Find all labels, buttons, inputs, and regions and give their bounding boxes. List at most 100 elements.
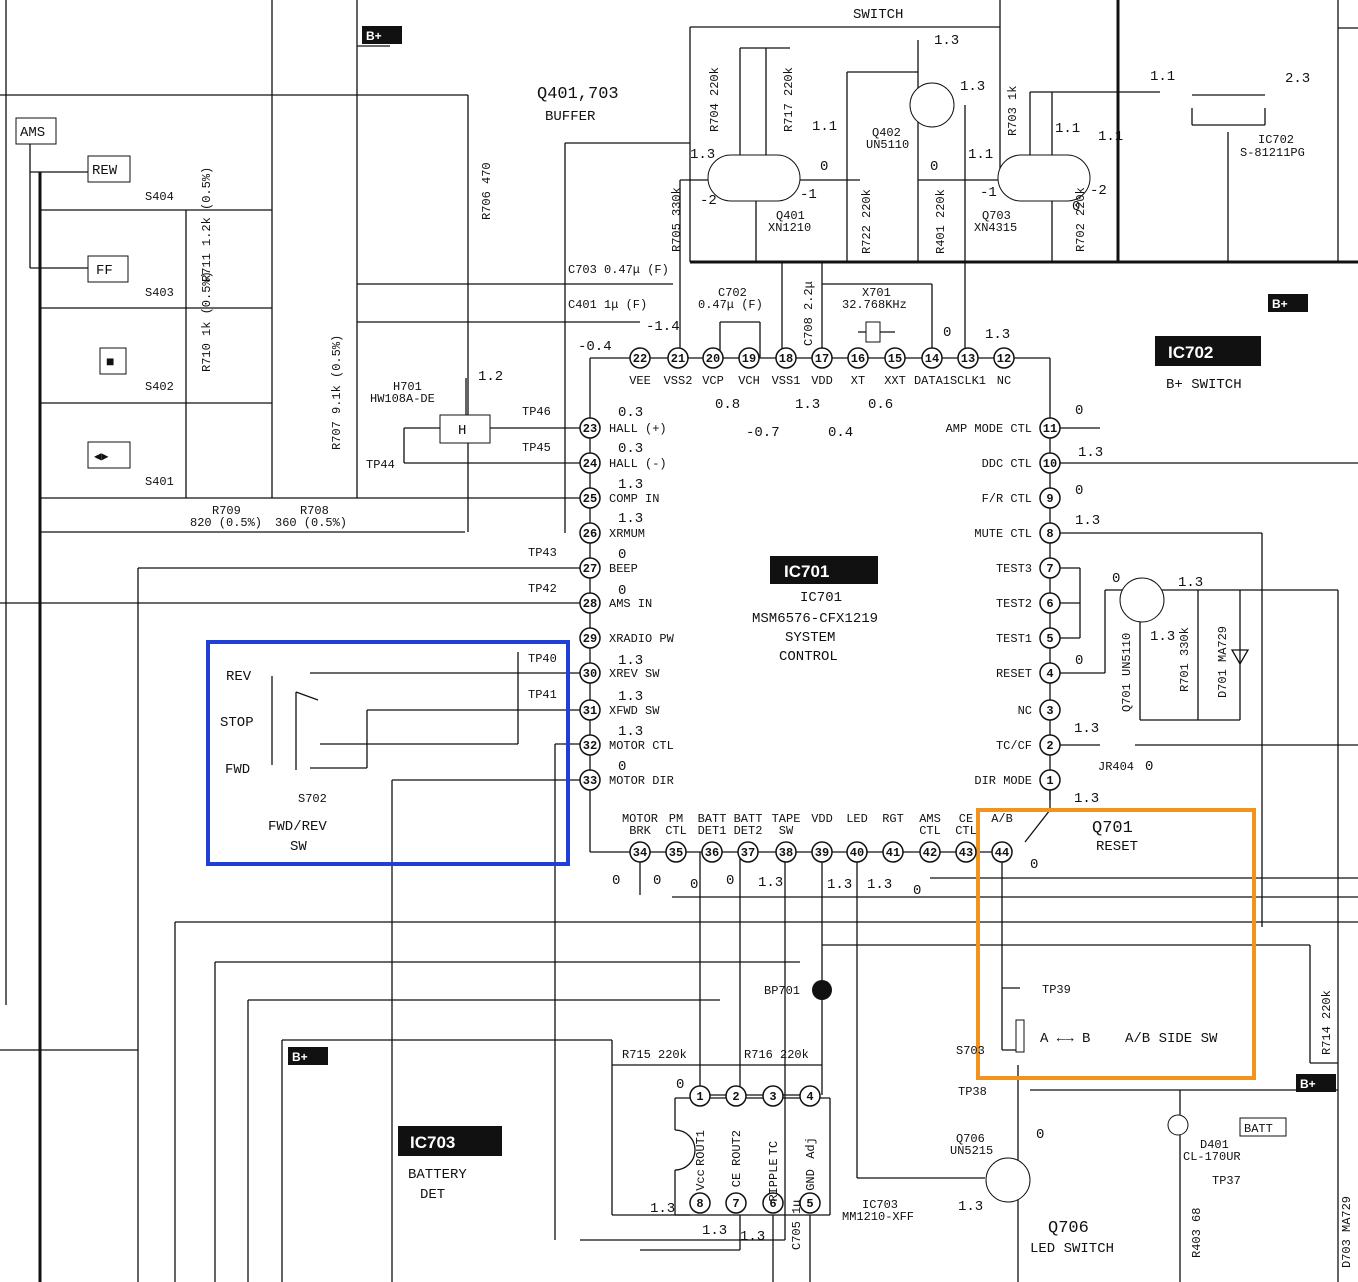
pin-circle [579,662,601,684]
pin-circle [1039,627,1061,649]
svg-text:BP701: BP701 [764,984,800,998]
pin-3: 3TC [762,1085,784,1155]
pin-number: 5 [1046,632,1053,646]
pin-number: 25 [583,492,597,506]
pin-circle [846,841,868,863]
bplus-badge-4: B+ [288,1047,328,1065]
reset-ab-switch-highlight [976,808,1256,1080]
pin-label: VSS1 [772,374,801,388]
svg-text:1.3: 1.3 [618,724,643,740]
svg-text:-0.4: -0.4 [578,339,612,355]
ff-label: FF [87,255,129,283]
svg-text:0: 0 [618,583,626,599]
svg-text:XN1210: XN1210 [768,221,811,235]
svg-text:-2: -2 [1090,183,1107,199]
pin-label: Vcc [694,1169,708,1191]
pin-circle [921,347,943,369]
svg-text:1.3: 1.3 [1075,513,1100,529]
pin-circle [579,699,601,721]
pin-label: NC [1018,704,1032,718]
svg-text:TP43: TP43 [528,546,557,560]
component-labels: R704 220k R717 220k R705 330k R722 220k … [145,67,1354,1268]
q701-name: Q701 [1092,819,1133,838]
pin-circle [884,347,906,369]
ic703-func2: DET [420,1187,445,1203]
pin-label: LED [846,812,868,826]
pin-circle [579,769,601,791]
svg-text:1.3: 1.3 [827,877,852,893]
q701-func: RESET [1096,839,1138,855]
ab-label: A ←→ B [1040,1031,1090,1047]
svg-text:1.1: 1.1 [812,119,837,135]
svg-text:C401 1μ (F): C401 1μ (F) [568,298,647,312]
svg-text:1.3: 1.3 [618,689,643,705]
svg-text:1.3: 1.3 [795,397,820,413]
q401-symbol [707,154,801,202]
pin-circle [579,627,601,649]
svg-text:R711 1.2k (0.5%): R711 1.2k (0.5%) [200,167,214,282]
s703-label: S703 [956,1044,985,1058]
pin-circle [775,347,797,369]
svg-text:0: 0 [618,547,626,563]
svg-text:0: 0 [612,873,620,889]
pin-number: 31 [583,704,597,718]
svg-text:R403 68: R403 68 [1190,1208,1204,1258]
s702-rev: REV [226,669,252,685]
buffer-func: BUFFER [545,109,596,125]
pin-circle [1039,452,1061,474]
svg-text:D401: D401 [1200,1138,1229,1152]
pin-number: 2 [1046,739,1053,753]
pin-label: RESET [996,667,1032,681]
pin-label-2: CTL [955,824,977,838]
svg-text:0: 0 [690,877,698,893]
svg-text:1.1: 1.1 [968,147,993,163]
svg-text:R722 220k: R722 220k [860,189,874,254]
pin-number: 34 [633,846,647,860]
svg-text:TP39: TP39 [1042,983,1071,997]
pin-circle [579,452,601,474]
svg-text:0.4: 0.4 [828,425,853,441]
ic703-func1: BATTERY [408,1167,467,1183]
svg-text:IC702: IC702 [1168,343,1213,362]
pin-circle [689,1085,711,1107]
pin-number: 7 [732,1197,739,1211]
pin-label: MUTE CTL [974,527,1032,541]
pin-number: 38 [779,846,793,860]
ic701-func1: SYSTEM [785,630,835,646]
svg-text:C708 2.2μ: C708 2.2μ [802,281,816,346]
pin-circle [579,592,601,614]
pin-label: VDD [811,374,833,388]
bplus-badge-2: B+ [1268,294,1308,312]
pin-label: CE [730,1173,744,1187]
svg-text:0: 0 [1072,199,1080,215]
pin-number: 8 [696,1197,703,1211]
pin-circle [762,1192,784,1214]
pin-number: 3 [769,1090,776,1104]
ams-label: AMS [15,117,57,145]
pin-number: 11 [1043,422,1057,436]
pin-number: 13 [961,352,975,366]
d401-led-symbol [1167,1114,1189,1136]
pin-circle [579,557,601,579]
bplus-badge-1: B+ [362,26,402,44]
pin-number: 14 [925,352,939,366]
svg-text:TP44: TP44 [366,458,395,472]
pin-number: 6 [1046,597,1053,611]
svg-text:1.3: 1.3 [958,1199,983,1215]
svg-text:1.1: 1.1 [1055,121,1080,137]
pin-label-2: DET1 [698,824,727,838]
